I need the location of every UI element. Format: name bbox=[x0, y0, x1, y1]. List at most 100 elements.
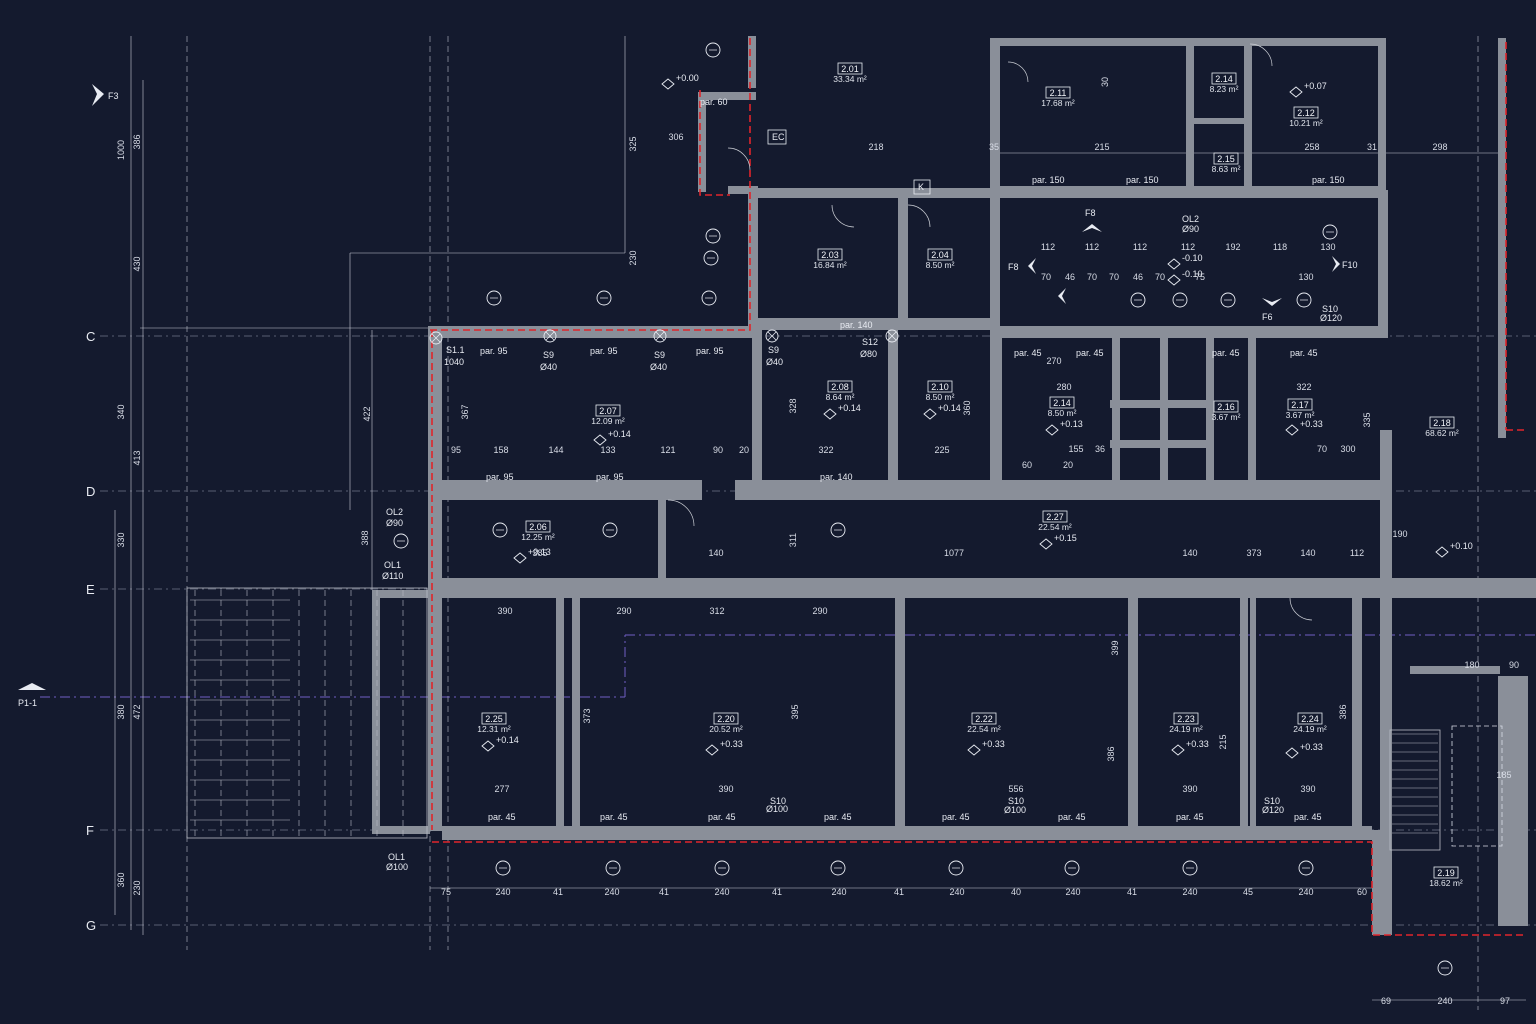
dim-misc: 230 bbox=[628, 250, 638, 265]
dim-misc: 60 bbox=[1022, 460, 1032, 470]
view-markers: F3 P1-1 F8 F8 F10 F6 bbox=[18, 84, 1358, 708]
marker-f8-top: F8 bbox=[1085, 208, 1096, 218]
room-number: 2.03 bbox=[821, 250, 839, 260]
annotation-ol1bd: Ø100 bbox=[386, 862, 408, 872]
axis-e: E bbox=[86, 582, 95, 597]
axis-f: F bbox=[86, 823, 94, 838]
annotation-s9ad: Ø40 bbox=[540, 362, 557, 372]
dim-left-vertical: 380 bbox=[116, 704, 126, 719]
room-number: 2.11 bbox=[1050, 88, 1067, 98]
dim-corridor: 112 bbox=[1085, 242, 1099, 252]
room-area: 8.63 m² bbox=[1212, 164, 1241, 174]
dim-bottom: 240 bbox=[1182, 887, 1197, 897]
annotation-par45h: par. 45 bbox=[824, 812, 852, 822]
dim-bottom: 41 bbox=[659, 887, 669, 897]
dim-row-f: 390 bbox=[1300, 784, 1315, 794]
room-area: 8.50 m² bbox=[926, 392, 955, 402]
dim-row-d: 144 bbox=[548, 445, 563, 455]
dim-misc: 373 bbox=[582, 708, 592, 723]
dim-corridor2: 75 bbox=[1195, 272, 1205, 282]
annotation-par45a: par. 45 bbox=[1014, 348, 1042, 358]
dim-left-vertical: 472 bbox=[132, 704, 142, 719]
window-tag-icon bbox=[1298, 860, 1314, 876]
room-label: 2.163.67 m² bbox=[1212, 400, 1241, 422]
dim-bottom: 240 bbox=[495, 887, 510, 897]
dim-misc: 180 bbox=[1464, 660, 1479, 670]
window-tag-icon bbox=[1064, 860, 1080, 876]
dim-bottom-right: 69 bbox=[1381, 996, 1391, 1006]
room-number: 2.15 bbox=[1217, 154, 1235, 164]
door-swing bbox=[1007, 61, 1029, 83]
level-diamond-icon bbox=[1045, 424, 1059, 436]
room-area: 12.25 m² bbox=[521, 532, 555, 542]
dim-corridor: 112 bbox=[1181, 242, 1195, 252]
left-dimension-chains bbox=[114, 36, 1526, 1001]
room-area: 18.62 m² bbox=[1429, 878, 1463, 888]
window-tag-icon bbox=[1182, 860, 1198, 876]
room-area: 68.62 m² bbox=[1425, 428, 1459, 438]
room-number: 2.01 bbox=[841, 64, 859, 74]
room-label: 2.148.23 m² bbox=[1210, 72, 1239, 94]
dim-row-f: 277 bbox=[494, 784, 509, 794]
dim-row-d: 95 bbox=[451, 445, 461, 455]
dim-bottom: 240 bbox=[949, 887, 964, 897]
dim-misc: 215 bbox=[1218, 734, 1228, 749]
window-tag-icon bbox=[1130, 292, 1146, 308]
dim-misc: 70 bbox=[1317, 444, 1327, 454]
room-area: 8.64 m² bbox=[826, 392, 855, 402]
room-number: 2.17 bbox=[1291, 400, 1309, 410]
room-area: 20.52 m² bbox=[709, 724, 743, 734]
dim-misc: 386 bbox=[1338, 704, 1348, 719]
annotation-s10ad: Ø120 bbox=[1320, 313, 1342, 323]
annotation-par45g: par. 45 bbox=[708, 812, 736, 822]
level-diamond-icon bbox=[593, 434, 607, 446]
annotation-ol2ad: Ø90 bbox=[386, 518, 403, 528]
room-area: 22.54 m² bbox=[1038, 522, 1072, 532]
annotation-ol2bd: Ø90 bbox=[1182, 224, 1199, 234]
level-diamond-icon bbox=[1171, 744, 1185, 756]
level-mark: +0.14 bbox=[481, 735, 519, 752]
dim-bottom: 41 bbox=[553, 887, 563, 897]
dim-corridor: 192 bbox=[1225, 242, 1240, 252]
window-tag-icon bbox=[701, 290, 717, 306]
arrow-left-icon bbox=[1058, 288, 1066, 304]
level-diamond-icon bbox=[1167, 258, 1181, 270]
dim-bottom: 75 bbox=[441, 887, 451, 897]
dim-row-d: 20 bbox=[739, 445, 749, 455]
annotation-par95d: par. 95 bbox=[486, 472, 514, 482]
dim-row-d: 121 bbox=[660, 445, 675, 455]
dim-row-e-top: 373 bbox=[1246, 548, 1261, 558]
window-tag-icon bbox=[1322, 224, 1338, 240]
dim-upper: 215 bbox=[1094, 142, 1109, 152]
annotation-ol1b: OL1 bbox=[388, 852, 405, 862]
annotation-par150b: par. 150 bbox=[1126, 175, 1159, 185]
room-number: 2.16 bbox=[1217, 402, 1235, 412]
room-area: 16.84 m² bbox=[813, 260, 847, 270]
annotation-s10d: S10 bbox=[1264, 796, 1280, 806]
room-area: 12.09 m² bbox=[591, 416, 625, 426]
arrow-up-icon bbox=[1082, 224, 1102, 232]
level-mark: -0.10 bbox=[1167, 253, 1203, 270]
arrow-right-icon bbox=[1332, 256, 1340, 272]
dim-bottom: 45 bbox=[1243, 887, 1253, 897]
room-area: 8.50 m² bbox=[926, 260, 955, 270]
dim-corridor: 112 bbox=[1133, 242, 1147, 252]
annotation-par150c: par. 150 bbox=[1312, 175, 1345, 185]
window-tag-icon bbox=[830, 522, 846, 538]
level-diamond-icon bbox=[923, 408, 937, 420]
annotation-s10a: S10 bbox=[1322, 304, 1338, 314]
dim-misc: 90 bbox=[1509, 660, 1519, 670]
dim-row-e-top: 140 bbox=[1300, 548, 1315, 558]
annotation-par60: par. 60 bbox=[700, 97, 728, 107]
door-swing bbox=[667, 499, 695, 527]
room-area: 8.50 m² bbox=[1048, 408, 1077, 418]
level-value: -0.10 bbox=[1182, 269, 1203, 279]
dim-row-e-top: 140 bbox=[1182, 548, 1197, 558]
